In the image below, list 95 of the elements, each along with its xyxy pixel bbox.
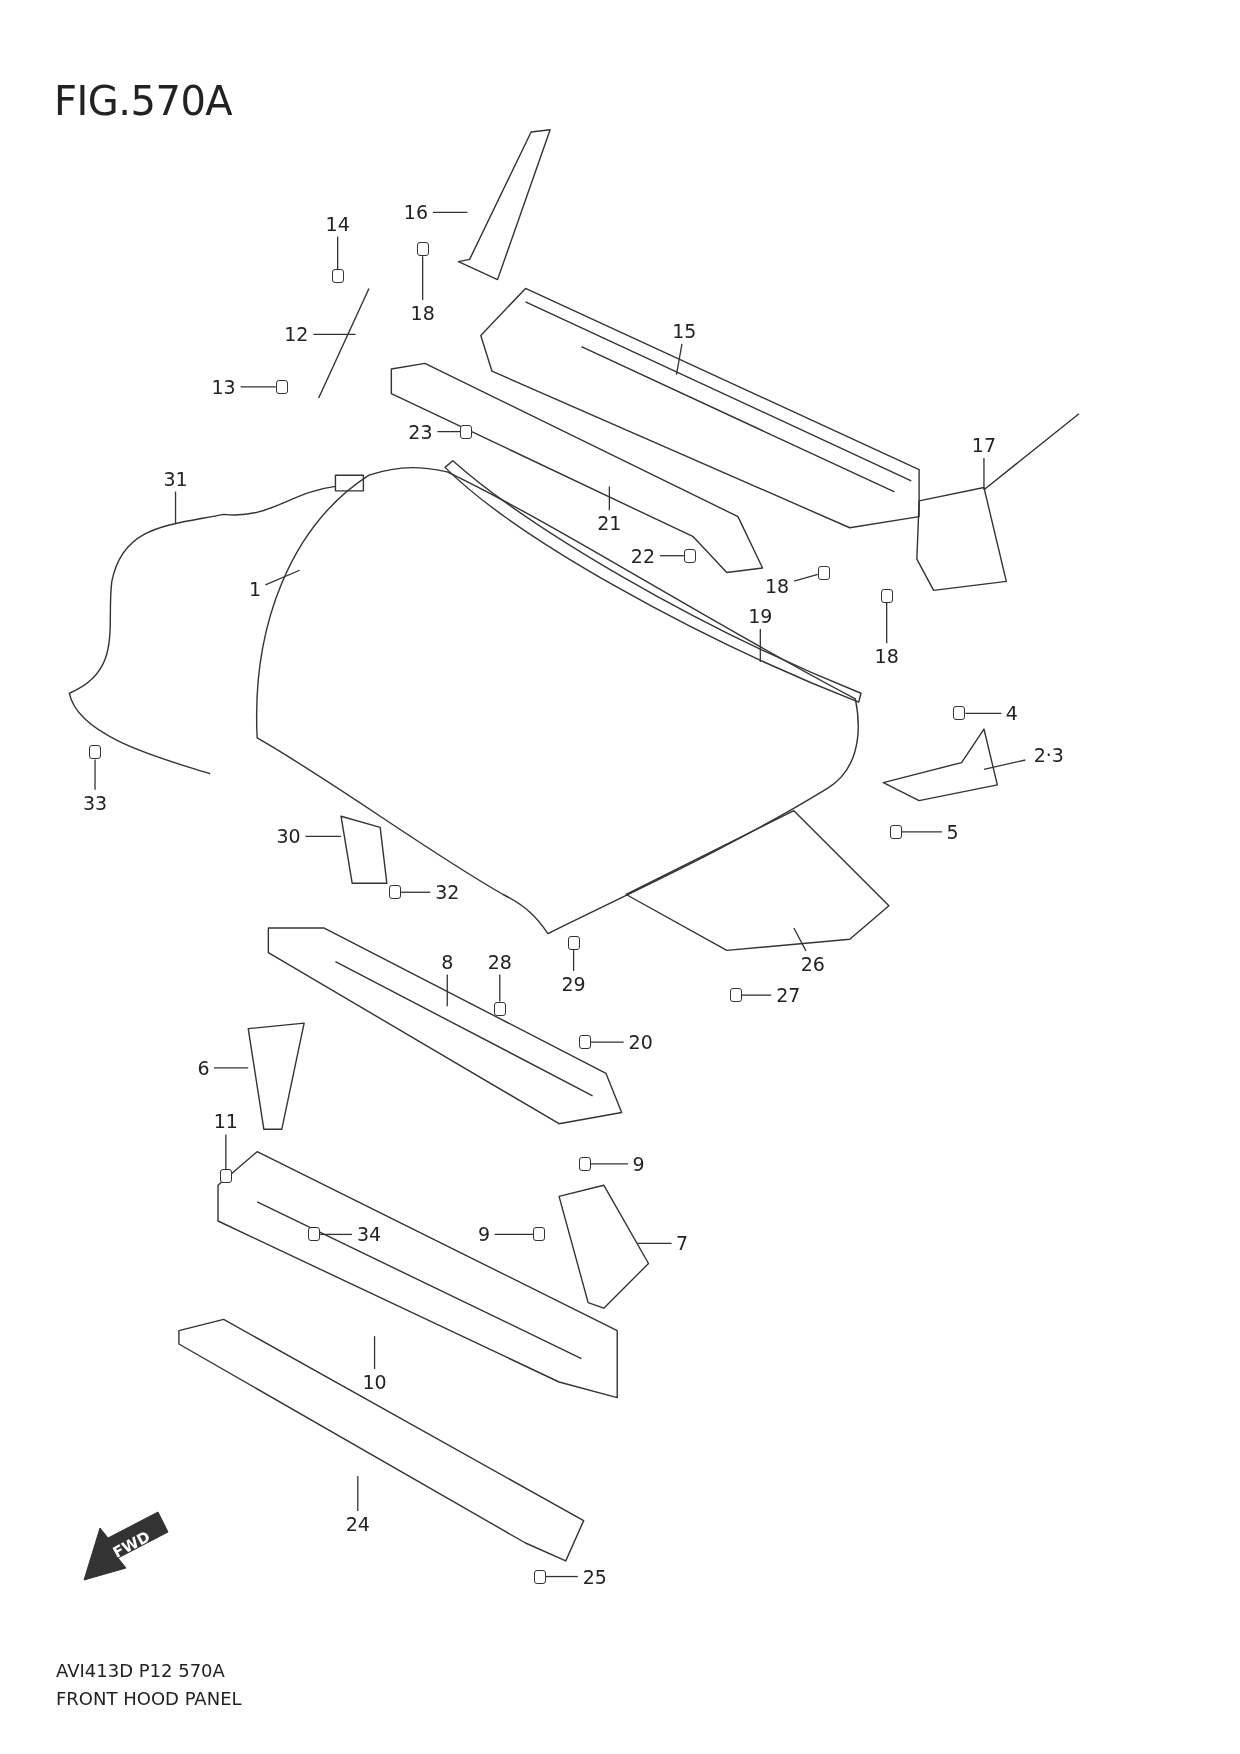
fastener-icon	[729, 988, 742, 1003]
leader-line	[545, 1575, 579, 1578]
callout-number: 12	[283, 323, 310, 346]
drawing-name: FRONT HOOD PANEL	[56, 1688, 242, 1709]
fastener-icon	[880, 588, 893, 603]
callout-number: 31	[162, 467, 189, 490]
fastener-icon	[567, 935, 580, 950]
fastener-icon	[578, 1035, 591, 1050]
callout-number: 11	[212, 1110, 239, 1133]
leader-line	[239, 386, 277, 388]
callout-number: 18	[873, 645, 900, 668]
leader-line	[373, 1335, 376, 1370]
callout-number: 23	[407, 420, 434, 443]
leader-line	[312, 333, 357, 335]
leader-line	[264, 569, 301, 586]
leader-line	[675, 343, 683, 376]
callout-number: 30	[275, 825, 302, 848]
fastener-icon	[219, 1169, 232, 1184]
callout-number: 9	[631, 1152, 646, 1175]
leader-line	[608, 485, 611, 511]
leader-line	[94, 758, 96, 791]
fastener-icon	[953, 706, 966, 721]
callout-number: 5	[945, 820, 960, 843]
leader-line	[304, 835, 342, 837]
leader-line	[494, 1233, 534, 1236]
leader-line	[590, 1163, 629, 1165]
fastener-icon	[460, 424, 473, 439]
callout-number: 7	[675, 1232, 690, 1255]
leader-line	[900, 831, 943, 833]
leader-line	[964, 712, 1003, 714]
leader-line	[499, 973, 501, 1003]
callout-number: 18	[409, 302, 436, 325]
fastener-icon	[889, 824, 902, 839]
callout-number: 24	[344, 1513, 371, 1535]
callout-number: 14	[324, 212, 351, 235]
callout-number: 27	[775, 984, 802, 1007]
leader-line	[590, 1041, 625, 1043]
leader-line	[225, 1133, 227, 1170]
callout-number: 6	[196, 1056, 211, 1079]
fastener-icon	[493, 1001, 506, 1016]
fastener-icon	[817, 565, 830, 580]
callout-number: 20	[627, 1031, 654, 1054]
fastener-icon	[578, 1156, 591, 1171]
leader-line	[357, 1475, 359, 1512]
drawing-code: AVI413D P12 570A	[56, 1660, 225, 1681]
leader-line	[741, 994, 772, 996]
callout-number: 15	[671, 319, 698, 342]
fastener-icon	[416, 242, 429, 257]
leader-line	[337, 235, 339, 270]
leader-line	[572, 948, 575, 972]
leader-line	[436, 430, 461, 433]
callout-number: 18	[764, 574, 791, 597]
leader-line	[213, 1067, 249, 1069]
leader-line	[759, 628, 761, 663]
fastener-icon	[89, 745, 102, 760]
leader-line	[793, 927, 807, 952]
callout-number: 16	[402, 201, 430, 224]
leader-line	[422, 255, 424, 301]
callout-number: 33	[81, 791, 109, 814]
fastener-icon	[308, 1227, 321, 1242]
callout-number: 25	[581, 1565, 608, 1588]
leader-line	[886, 602, 888, 644]
callout-number: 10	[361, 1371, 388, 1393]
callout-number: 28	[486, 950, 513, 973]
leader-line	[174, 490, 177, 524]
callout-number: 17	[970, 434, 998, 456]
leader-line	[446, 973, 448, 1007]
callout-number: 13	[210, 375, 237, 398]
callout-number: 8	[440, 950, 455, 973]
callout-number: 4	[1004, 702, 1019, 725]
leader-line	[432, 211, 469, 214]
leader-line	[636, 1242, 673, 1244]
figure-title: FIG.570A	[54, 78, 233, 124]
leader-line	[400, 891, 431, 893]
callout-number: 29	[560, 972, 587, 995]
callout-number: 2·3	[1032, 743, 1065, 766]
fastener-icon	[331, 269, 344, 284]
fastener-icon	[534, 1569, 547, 1584]
leader-line	[983, 759, 1026, 770]
callout-number: 1	[247, 578, 262, 601]
callout-number: 34	[355, 1223, 383, 1246]
callout-number: 32	[434, 881, 461, 904]
leader-line	[793, 573, 819, 582]
fastener-icon	[388, 885, 401, 900]
callout-number: 19	[747, 605, 774, 628]
fastener-icon	[275, 379, 288, 394]
callout-number: 9	[477, 1223, 492, 1246]
callout-number: 21	[596, 512, 623, 535]
callout-number: 22	[629, 544, 656, 567]
callout-number: 26	[799, 952, 826, 975]
leader-line	[659, 555, 685, 557]
fastener-icon	[683, 548, 696, 563]
leader-line	[983, 457, 985, 491]
fastener-icon	[532, 1227, 545, 1242]
leader-line	[319, 1233, 353, 1236]
